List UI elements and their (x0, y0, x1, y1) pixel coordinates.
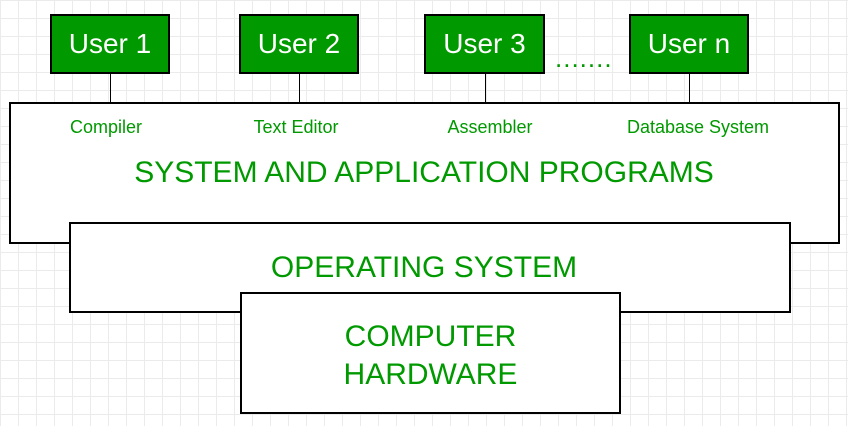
program-label-text-editor: Text Editor (253, 117, 339, 137)
program-label-assembler: Assembler (447, 117, 533, 137)
user-1-connector (110, 73, 111, 103)
user-n-connector (689, 73, 690, 103)
user-2-connector (299, 73, 300, 103)
program-label-compiler: Compiler (69, 117, 143, 137)
more-users-ellipsis: ....... (555, 43, 613, 73)
program-label-database-system: Database System (626, 117, 770, 137)
hardware-layer-box (240, 292, 621, 414)
operating-system-layer-title: OPERATING SYSTEM (270, 251, 578, 284)
hardware-title-line-2: HARDWARE (343, 358, 518, 391)
hardware-layer-title: COMPUTER HARDWARE (240, 318, 621, 394)
user-2-box: User 2 (239, 14, 359, 74)
hardware-title-line-1: COMPUTER (344, 320, 517, 353)
applications-layer-title: SYSTEM AND APPLICATION PROGRAMS (134, 156, 714, 189)
applications-layer-box (9, 102, 840, 244)
user-n-box: User n (629, 14, 749, 74)
user-3-connector (485, 73, 486, 103)
user-1-box: User 1 (50, 14, 170, 74)
user-3-box: User 3 (424, 14, 545, 74)
